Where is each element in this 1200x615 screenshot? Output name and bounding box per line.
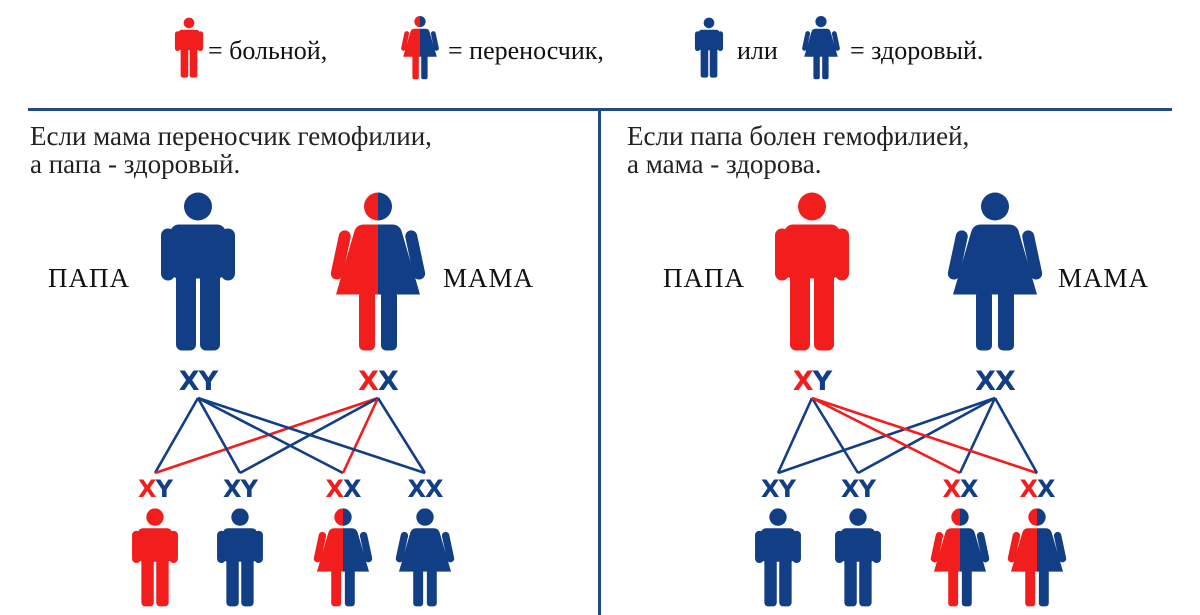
left-child-figure — [395, 508, 455, 607]
legend-carrier-female-icon — [400, 16, 440, 80]
inheritance-line-father — [811, 396, 1038, 475]
right-child-genotype: XX — [1019, 475, 1056, 503]
left-father-label: ПАПА — [48, 263, 130, 293]
right-child-figure — [755, 508, 801, 607]
horizontal-divider — [28, 108, 1172, 111]
left-father-figure — [161, 192, 235, 351]
right-caption-line2: а мама - здорова. — [627, 149, 822, 179]
left-child-figure — [132, 508, 178, 607]
right-child-figure — [835, 508, 881, 607]
left-child-genotype: XY — [138, 475, 174, 503]
left-father-genotype: XY — [179, 366, 219, 397]
left-caption-line1: Если мама переносчик гемофилии, — [30, 121, 432, 151]
offspring-figures — [132, 508, 1067, 607]
inheritance-line-father — [196, 397, 242, 474]
inheritance-line-mother — [958, 397, 997, 474]
right-child-genotype: XX — [942, 475, 979, 503]
inheritance-line-father — [811, 396, 961, 475]
legend-or-label: или — [737, 36, 778, 65]
right-inheritance-lines — [776, 396, 1039, 475]
right-father-label: ПАПА — [663, 263, 745, 293]
vertical-divider — [598, 110, 601, 615]
right-mother-genotype: XX — [975, 366, 1016, 397]
right-child-genotype: XY — [761, 475, 797, 503]
inheritance-line-mother — [993, 397, 1039, 474]
left-inheritance-lines — [153, 396, 427, 475]
right-caption-line1: Если папа болен гемофилией, — [627, 121, 970, 151]
right-child-figure — [1007, 508, 1067, 607]
legend-healthy-label: = здоровый. — [850, 36, 984, 65]
right-mother-label: МАМА — [1058, 263, 1150, 293]
inheritance-line-father — [810, 397, 860, 474]
legend-sick-label: = больной, — [208, 36, 328, 65]
left-caption-line2: а папа - здоровый. — [30, 149, 241, 179]
inheritance-line-father — [197, 396, 344, 475]
right-mother-figure — [946, 192, 1044, 351]
left-mother-label: МАМА — [443, 263, 535, 293]
legend-healthy-male-icon — [694, 17, 724, 78]
inheritance-line-father — [197, 396, 426, 475]
left-child-figure — [313, 508, 373, 607]
left-mother-figure — [329, 192, 427, 351]
legend-sick-male-icon — [174, 17, 204, 78]
inheritance-line-father — [153, 397, 200, 474]
left-child-genotype: XX — [325, 475, 362, 503]
inheritance-line-mother — [376, 397, 427, 474]
right-father-genotype: XY — [793, 366, 833, 397]
inheritance-line-mother — [154, 396, 379, 475]
left-mother-genotype: XX — [358, 366, 399, 397]
legend-carrier-label: = переносчик, — [448, 36, 604, 65]
legend-healthy-female-icon — [801, 16, 841, 80]
right-child-genotype: XY — [841, 475, 877, 503]
left-child-figure — [217, 508, 263, 607]
right-child-figure — [930, 508, 990, 607]
left-child-genotype: XX — [407, 475, 444, 503]
left-child-genotype: XY — [223, 475, 259, 503]
inheritance-line-mother — [341, 397, 380, 474]
inheritance-line-father — [776, 397, 814, 474]
genotype-labels: XY XX XY XY XX XX XY XX XY XY XX XX — [138, 366, 1057, 503]
right-father-figure — [775, 192, 849, 351]
